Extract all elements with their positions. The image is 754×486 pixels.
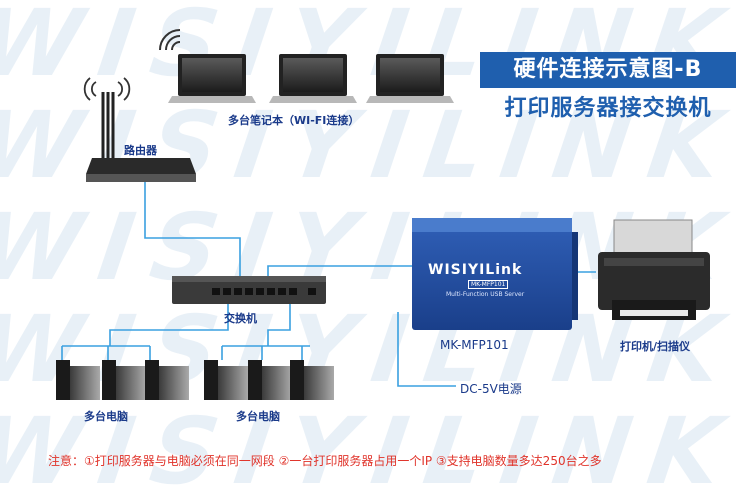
wifi-icon [83, 77, 131, 101]
device-model: MK-MFP101 [468, 280, 509, 289]
desktop-pc-icon [290, 360, 334, 400]
laptop-icon [366, 54, 454, 103]
line-switch-right-pcs [267, 302, 291, 346]
laptop-icon [269, 54, 357, 103]
pcs-left-label: 多台电脑 [84, 410, 128, 423]
print-server-label: MK-MFP101 [440, 338, 509, 352]
footer-note: 注意：①打印服务器与电脑必须在同一网段 ②一台打印服务器占用一个IP ③支持电脑… [48, 454, 602, 468]
device-brand: WISIYILink [428, 262, 523, 278]
switch-label: 交换机 [224, 312, 257, 325]
printer-label: 打印机/扫描仪 [620, 340, 691, 353]
router-icon [83, 77, 196, 182]
desktop-pc-icon [248, 360, 292, 400]
printer-icon [598, 219, 710, 320]
desktop-pc-icon [56, 360, 100, 400]
desktop-pc-icon [102, 360, 146, 400]
diagram-title: 硬件连接示意图-B [480, 52, 736, 88]
connection-lines [61, 182, 596, 387]
line-switch-server [267, 265, 412, 278]
wifi-icon [159, 29, 181, 51]
router-label: 路由器 [124, 144, 157, 157]
switch-icon [172, 276, 326, 304]
power-label: DC-5V电源 [460, 382, 522, 396]
pcs-right-label: 多台电脑 [236, 410, 280, 423]
line-power [397, 312, 456, 387]
line-router-switch [144, 182, 241, 278]
diagram-subtitle: 打印服务器接交换机 [504, 96, 712, 121]
print-server-device [412, 218, 578, 330]
laptop-icon [168, 54, 256, 103]
desktop-pc-icon [204, 360, 248, 400]
device-description: Multi-Function USB Server [446, 291, 525, 298]
desktop-pc-icon [145, 360, 189, 400]
laptops-label: 多台笔记本（WI-FI连接） [228, 114, 360, 127]
line-switch-left-pcs [109, 302, 229, 346]
